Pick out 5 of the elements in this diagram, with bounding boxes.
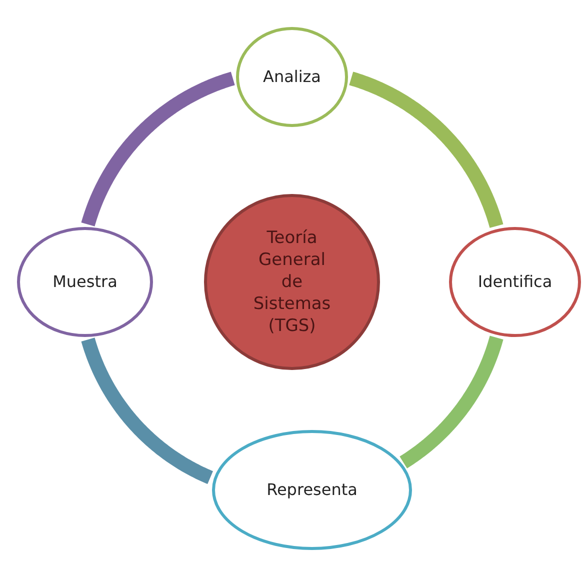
node-label: Teoría General de Sistemas (TGS) — [252, 226, 332, 338]
node-label: Analiza — [263, 66, 321, 88]
node-label: Identifica — [478, 272, 552, 292]
node-label: Muestra — [52, 272, 118, 292]
node-label: Representa — [266, 480, 358, 500]
